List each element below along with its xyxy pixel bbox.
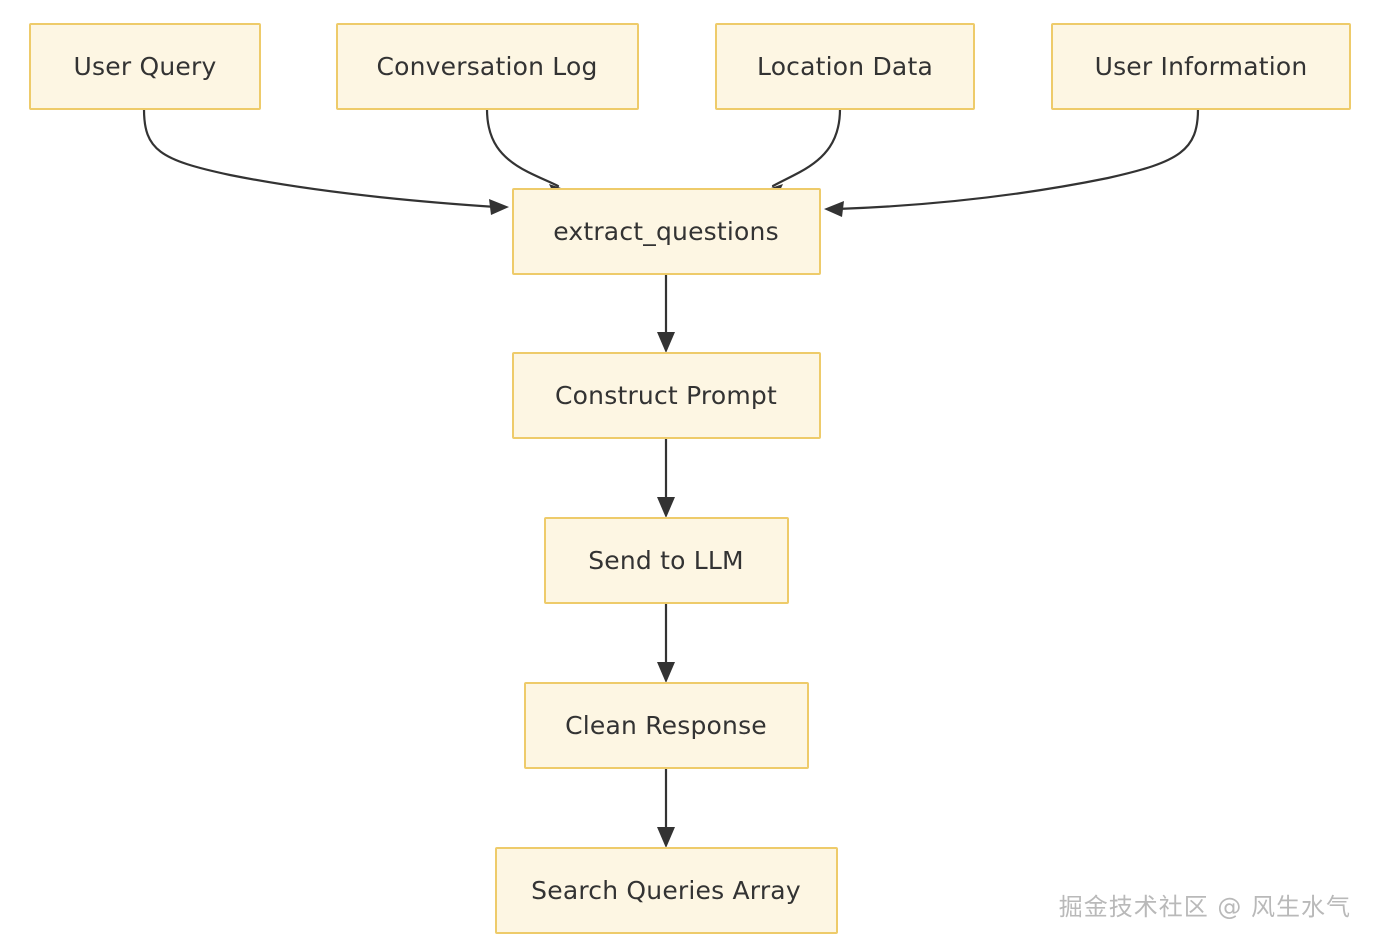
node-clean-response-box[interactable]: [524, 682, 809, 769]
node-location-data-label: Location Data: [757, 52, 933, 81]
node-clean-response-label: Clean Response: [565, 711, 767, 740]
node-location-data-box[interactable]: [715, 23, 975, 110]
edge-construct-prompt-to-send-to-llm: [657, 436, 675, 518]
node-layer: User Query Conversation Log Location Dat…: [29, 23, 1351, 934]
arrowhead-icon: [824, 201, 844, 217]
node-search-queries-array-box[interactable]: [495, 847, 838, 934]
node-user-information-box[interactable]: [1051, 23, 1351, 110]
node-extract-questions-box[interactable]: [512, 188, 821, 275]
node-conversation-log-box[interactable]: [336, 23, 639, 110]
node-user-query-label: User Query: [74, 52, 217, 81]
node-extract-questions-label: extract_questions: [553, 217, 779, 246]
arrowhead-icon: [489, 199, 509, 215]
edge-clean-response-to-search-queries-array: [657, 766, 675, 848]
arrowhead-icon: [657, 662, 675, 683]
edge-location-data-to-extract-questions: [762, 107, 842, 199]
arrowhead-icon: [657, 497, 675, 518]
node-construct-prompt-label: Construct Prompt: [555, 381, 777, 410]
edge-conversation-log-to-extract-questions: [485, 107, 570, 199]
node-conversation-log-label: Conversation Log: [376, 52, 597, 81]
node-clean-response[interactable]: Clean Response: [524, 682, 809, 769]
edge-user-query-to-extract-questions: [142, 107, 509, 215]
edge-user-information-to-extract-questions: [824, 107, 1200, 217]
node-user-information[interactable]: User Information: [1051, 23, 1351, 110]
node-send-to-llm[interactable]: Send to LLM: [544, 517, 789, 604]
node-user-query-box[interactable]: [29, 23, 261, 110]
edge-extract-questions-to-construct-prompt: [657, 272, 675, 353]
arrowhead-icon: [657, 827, 675, 848]
node-send-to-llm-label: Send to LLM: [588, 546, 744, 575]
node-send-to-llm-box[interactable]: [544, 517, 789, 604]
node-location-data[interactable]: Location Data: [715, 23, 975, 110]
node-construct-prompt-box[interactable]: [512, 352, 821, 439]
node-search-queries-array-label: Search Queries Array: [531, 876, 801, 905]
node-search-queries-array[interactable]: Search Queries Array: [495, 847, 838, 934]
node-extract-questions[interactable]: extract_questions: [512, 188, 821, 275]
node-conversation-log[interactable]: Conversation Log: [336, 23, 639, 110]
edge-send-to-llm-to-clean-response: [657, 601, 675, 683]
node-user-information-label: User Information: [1095, 52, 1308, 81]
node-user-query[interactable]: User Query: [29, 23, 261, 110]
watermark: 掘金技术社区 @ 风生水气: [1058, 893, 1351, 921]
node-construct-prompt[interactable]: Construct Prompt: [512, 352, 821, 439]
arrowhead-icon: [657, 332, 675, 353]
